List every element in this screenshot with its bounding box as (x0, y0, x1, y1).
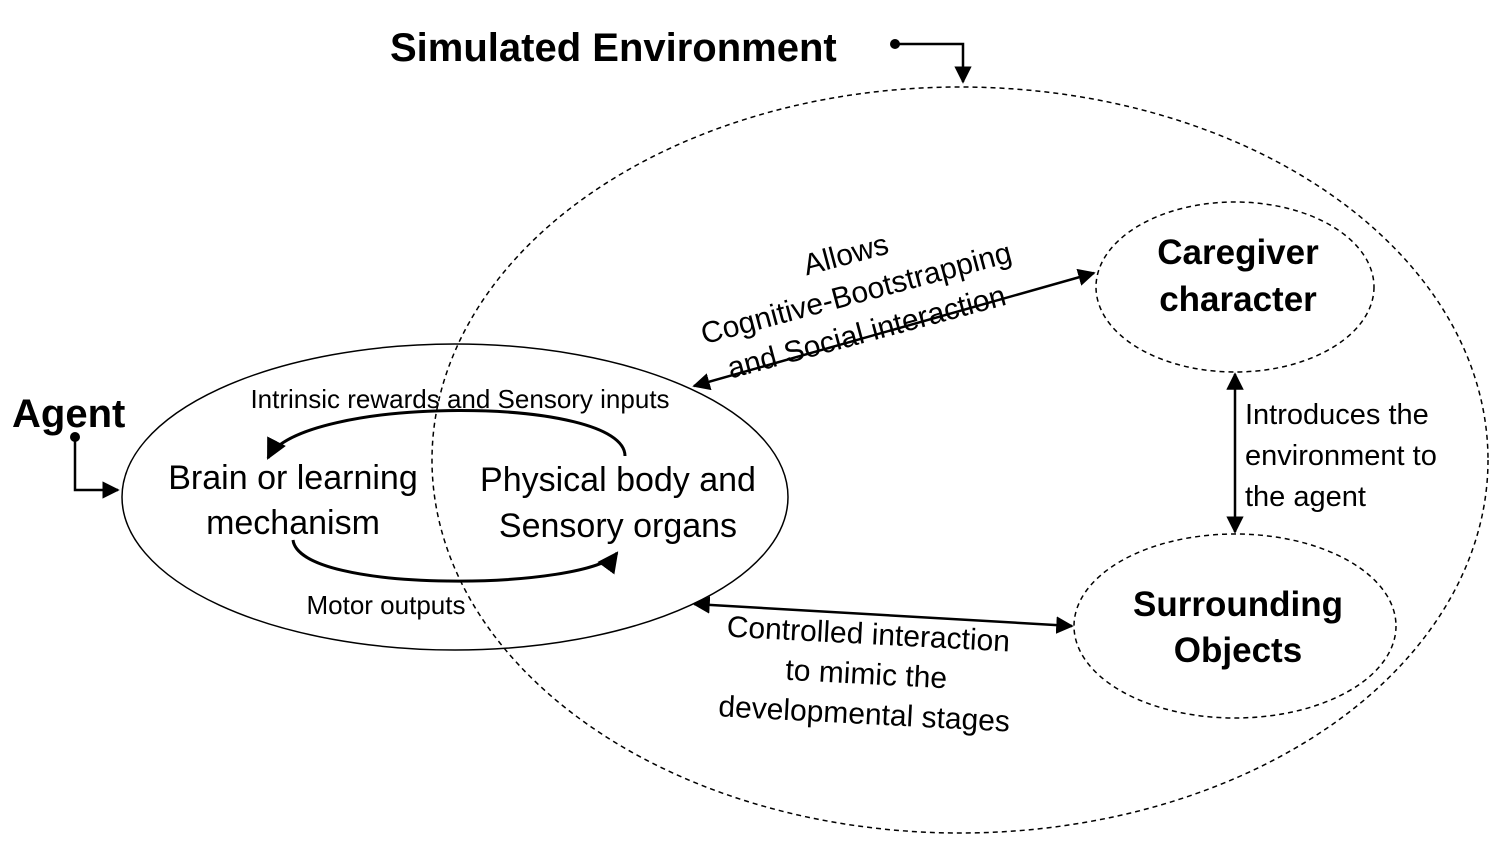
brain-label-line2: mechanism (206, 504, 380, 542)
introduces-label-line2: environment to (1245, 440, 1437, 472)
caregiver-ellipse (1095, 201, 1375, 373)
agent-ellipse (121, 343, 789, 651)
motor-output-loop-arrow (291, 539, 619, 583)
agent-caregiver-arrow (692, 268, 1096, 391)
introduces-label-line1: Introduces the (1245, 399, 1429, 431)
motor-outputs-label: Motor outputs (307, 590, 466, 620)
caregiver-label-line1: Caregiver (1157, 233, 1319, 272)
agent-title: Agent (12, 392, 125, 436)
body-label-line2: Sensory organs (499, 507, 737, 545)
introduces-label-line3: the agent (1245, 481, 1366, 513)
environment-pointer-connector (890, 39, 972, 84)
surrounding-label-line2: Objects (1174, 631, 1302, 670)
intrinsic-rewards-label: Intrinsic rewards and Sensory inputs (250, 384, 669, 414)
surrounding-label-line1: Surrounding (1133, 585, 1343, 624)
controlled-label-line3: developmental stages (718, 690, 1011, 738)
controlled-label-group: Controlled interaction to mimic the deve… (718, 611, 1011, 739)
agent-objects-arrow (692, 596, 1074, 634)
brain-label-line1: Brain or learning (168, 459, 417, 497)
agent-pointer-connector (70, 432, 120, 499)
controlled-label-line2: to mimic the (785, 654, 948, 695)
body-label-line1: Physical body and (480, 461, 756, 499)
controlled-label-line1: Controlled interaction (726, 611, 1011, 659)
sensory-input-loop-arrow (266, 409, 627, 460)
caregiver-label-line2: character (1159, 280, 1317, 319)
surrounding-objects-ellipse (1073, 533, 1397, 719)
allows-label-group: Allows Cognitive-Bootstrapping and Socia… (697, 228, 1015, 385)
simulated-environment-title: Simulated Environment (390, 26, 837, 70)
simulated-environment-ellipse (431, 86, 1489, 834)
